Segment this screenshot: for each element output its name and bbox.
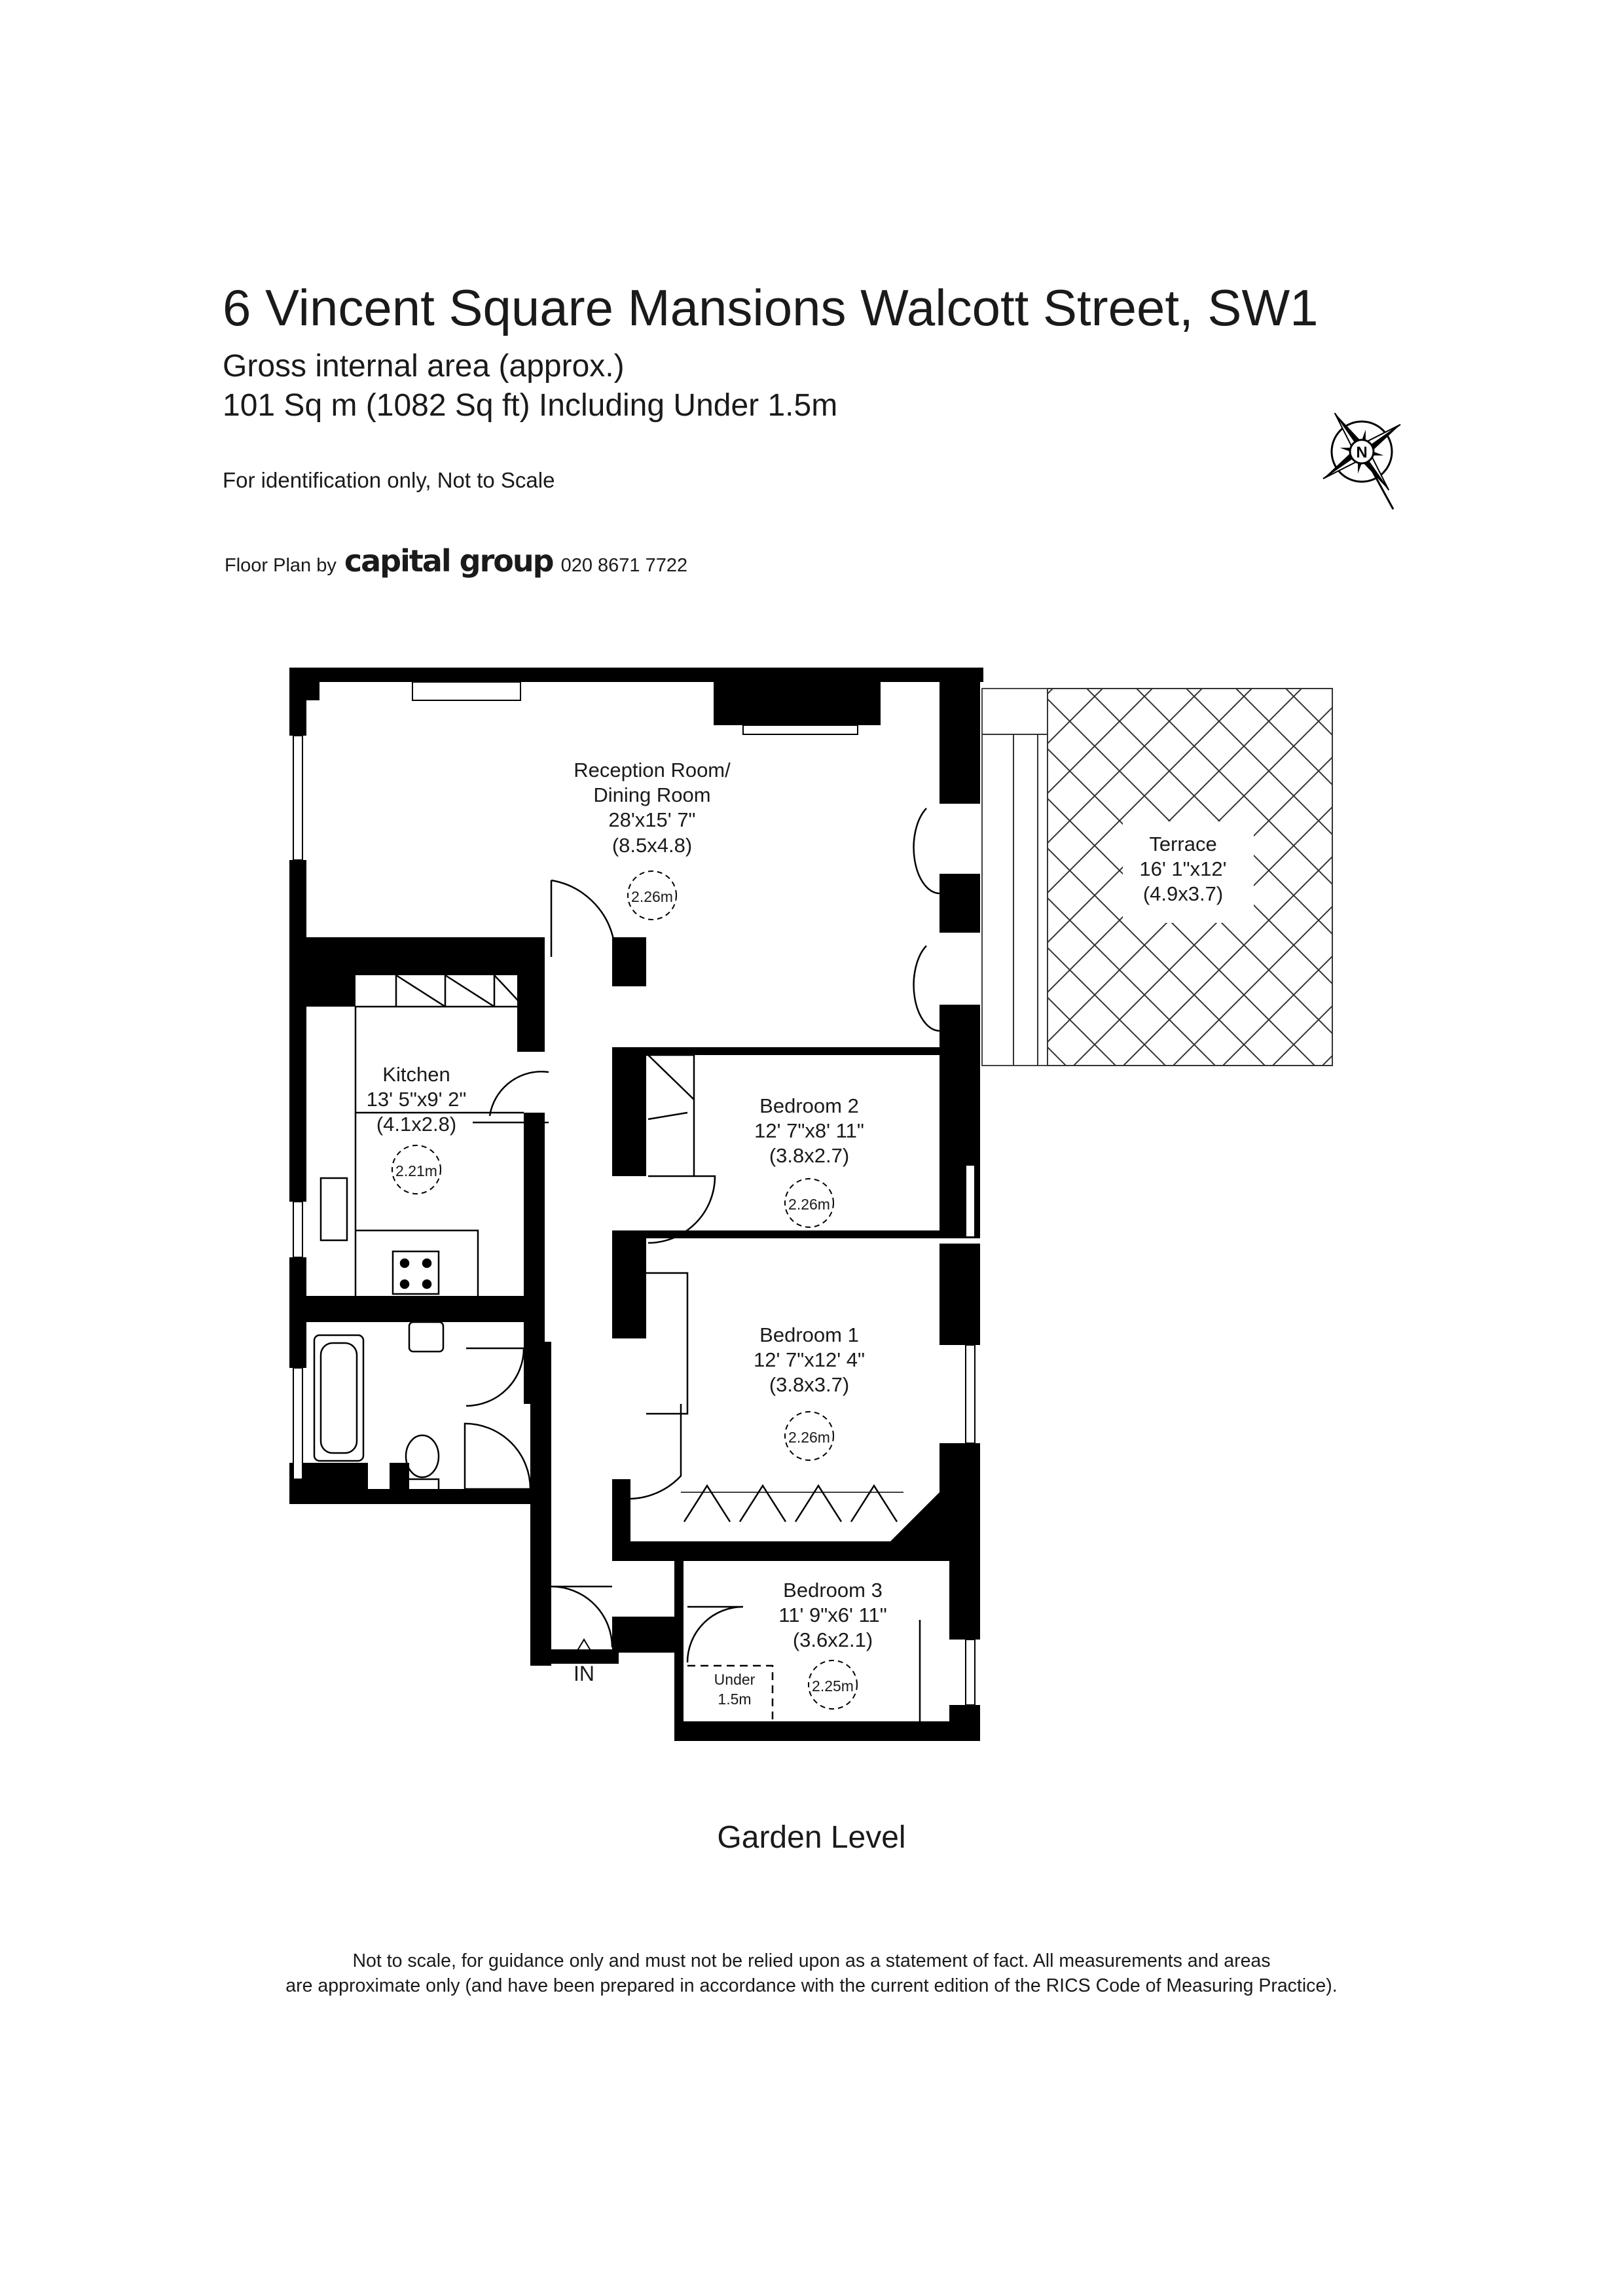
walls (289, 668, 983, 1741)
ceiling-height-markers (392, 870, 858, 1710)
kitchen-ceiling: 2.21m (395, 1162, 437, 1179)
terrace (981, 688, 1333, 1066)
doors (313, 808, 940, 1721)
terrace-name: Terrace (1149, 833, 1216, 855)
compass-rose-icon: N (1322, 412, 1401, 510)
terrace-metric: (4.9x3.7) (1143, 882, 1223, 905)
terrace-imperial: 16' 1"x12' (1139, 857, 1226, 880)
bedroom2-name: Bedroom 2 (759, 1094, 859, 1117)
reception-name-1: Reception Room/ (574, 759, 731, 781)
windows (293, 681, 976, 1706)
bedroom3-imperial: 11' 9"x6' 11" (778, 1604, 886, 1626)
kitchen-imperial: 13' 5"x9' 2" (367, 1088, 467, 1111)
reception-ceiling: 2.26m (631, 888, 673, 905)
area-heading: Gross internal area (approx.) (223, 349, 625, 384)
credit-phone: 020 8671 7722 (560, 555, 688, 576)
floor-plan-credit: Floor Plan by capital group 020 8671 772… (225, 543, 687, 579)
under-height-label-1: Under (714, 1671, 756, 1688)
identification-note: For identification only, Not to Scale (223, 468, 555, 492)
under-height-label-2: 1.5m (718, 1691, 751, 1708)
disclaimer-line-2: are approximate only (and have been prep… (285, 1975, 1338, 1996)
credit-prefix: Floor Plan by (225, 555, 337, 576)
bedroom2-metric: (3.8x2.7) (769, 1144, 849, 1167)
bedroom1-ceiling: 2.26m (788, 1429, 830, 1446)
entrance-label: IN (574, 1662, 594, 1685)
property-title: 6 Vincent Square Mansions Walcott Street… (223, 279, 1319, 336)
level-caption: Garden Level (717, 1820, 906, 1855)
bedroom1-metric: (3.8x3.7) (769, 1373, 849, 1396)
reception-imperial: 28'x15' 7" (608, 808, 695, 831)
bedroom1-name: Bedroom 1 (759, 1323, 859, 1346)
bedroom3-metric: (3.6x2.1) (793, 1628, 873, 1651)
bedroom1-imperial: 12' 7"x12' 4" (754, 1348, 865, 1371)
disclaimer: Not to scale, for guidance only and must… (0, 1949, 1623, 1998)
bedroom2-ceiling: 2.26m (788, 1196, 830, 1213)
compass-north-label: N (1356, 444, 1367, 461)
entrance-arrow-icon (575, 1638, 593, 1653)
area-value: 101 Sq m (1082 Sq ft) Including Under 1.… (223, 388, 838, 423)
bedroom3-ceiling: 2.25m (812, 1677, 854, 1695)
kitchen-metric: (4.1x2.8) (376, 1113, 456, 1136)
kitchen-name: Kitchen (382, 1063, 450, 1086)
disclaimer-line-1: Not to scale, for guidance only and must… (352, 1950, 1271, 1971)
reception-metric: (8.5x4.8) (612, 834, 692, 857)
bedroom2-imperial: 12' 7"x8' 11" (754, 1119, 864, 1142)
brand-logo: capital group (344, 543, 555, 579)
bedroom3-name: Bedroom 3 (783, 1579, 883, 1602)
reception-name-2: Dining Room (593, 783, 710, 806)
